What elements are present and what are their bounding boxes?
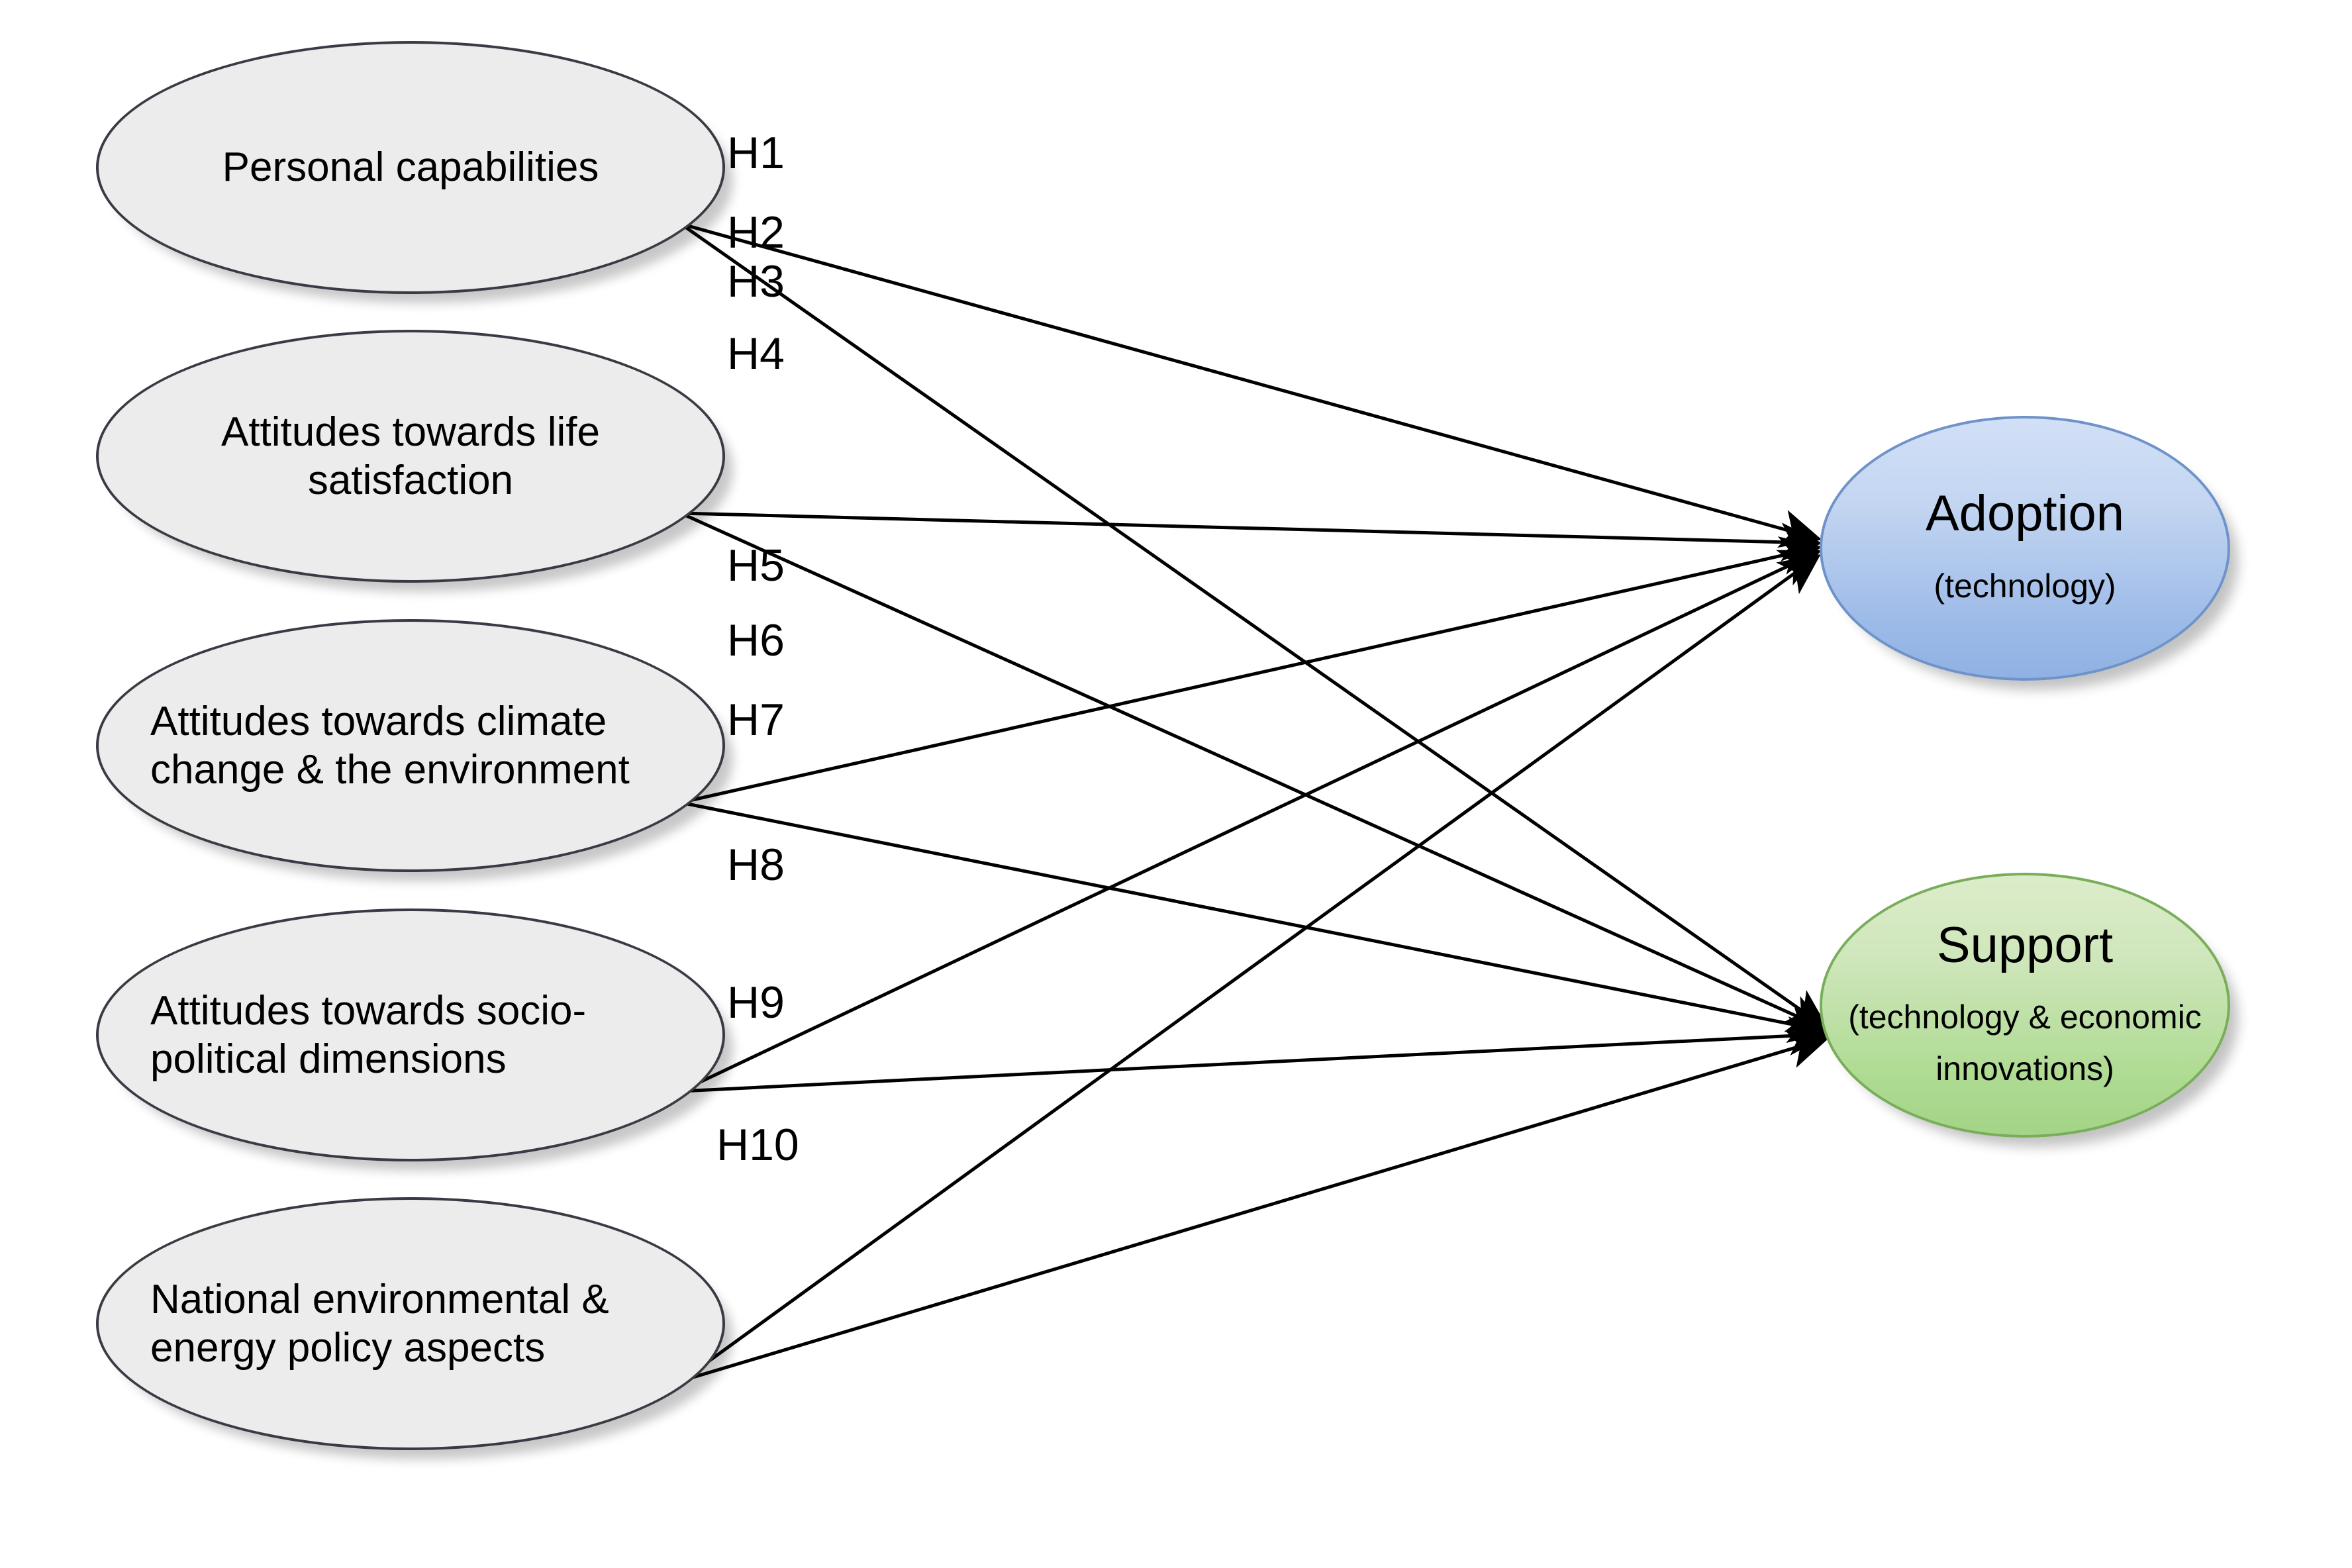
hypothesis-label-h10: H10 [716,1120,799,1170]
hypothesis-label-h5: H5 [727,540,785,591]
hypothesis-label-h3: H3 [727,256,785,307]
outcome-title: Support [1936,916,2114,973]
hypothesis-label-h6: H6 [727,615,785,665]
edge-h9 [681,554,1821,1383]
edge-h8 [680,1016,1830,1093]
outcome-label: Support (technology & economic innovatio… [1822,916,2228,1095]
hypothesis-label-h2: H2 [727,207,785,258]
predictor-label: Attitudes towards socio-political dimens… [150,987,587,1082]
predictor-label: Attitudes towards life satisfaction [220,409,601,503]
outcome-subtitle: (technology) [1934,567,2116,605]
predictor-ellipse-climate-environment[interactable]: Attitudes towards climate change & the e… [96,619,725,872]
predictor-label: Attitudes towards climate change & the e… [150,698,630,793]
edge-h1 [680,222,1822,548]
hypothesis-label-h1: H1 [727,128,785,178]
predictor-ellipse-socio-political[interactable]: Attitudes towards socio-political dimens… [96,908,725,1161]
hypothesis-label-h9: H9 [727,977,785,1028]
predictor-ellipse-personal-capabilities[interactable]: Personal capabilities [96,41,725,294]
outcome-title: Adoption [1925,485,2125,542]
hypothesis-label-h4: H4 [727,328,785,379]
edge-h4 [679,511,1830,1032]
predictor-label: National environmental & energy policy a… [150,1276,609,1371]
edge-h2 [679,222,1829,1030]
edge-h10 [681,1030,1830,1383]
edge-h3 [680,511,1822,562]
hypothesis-label-h8: H8 [727,840,785,890]
outcome-ellipse-adoption[interactable]: Adoption (technology) [1820,416,2230,681]
edge-h7 [679,550,1822,1093]
predictor-label: Personal capabilities [222,144,599,191]
predictor-ellipse-energy-policy[interactable]: National environmental & energy policy a… [96,1197,725,1450]
hypothesis-label-h7: H7 [727,695,785,745]
edge-h6 [680,801,1830,1044]
outcome-subtitle: (technology & economic innovations) [1848,999,2202,1087]
outcome-ellipse-support[interactable]: Support (technology & economic innovatio… [1820,873,2230,1138]
outcome-label: Adoption (technology) [1822,484,2228,612]
predictor-ellipse-life-satisfaction[interactable]: Attitudes towards life satisfaction [96,330,725,583]
edge-h5 [680,536,1822,805]
